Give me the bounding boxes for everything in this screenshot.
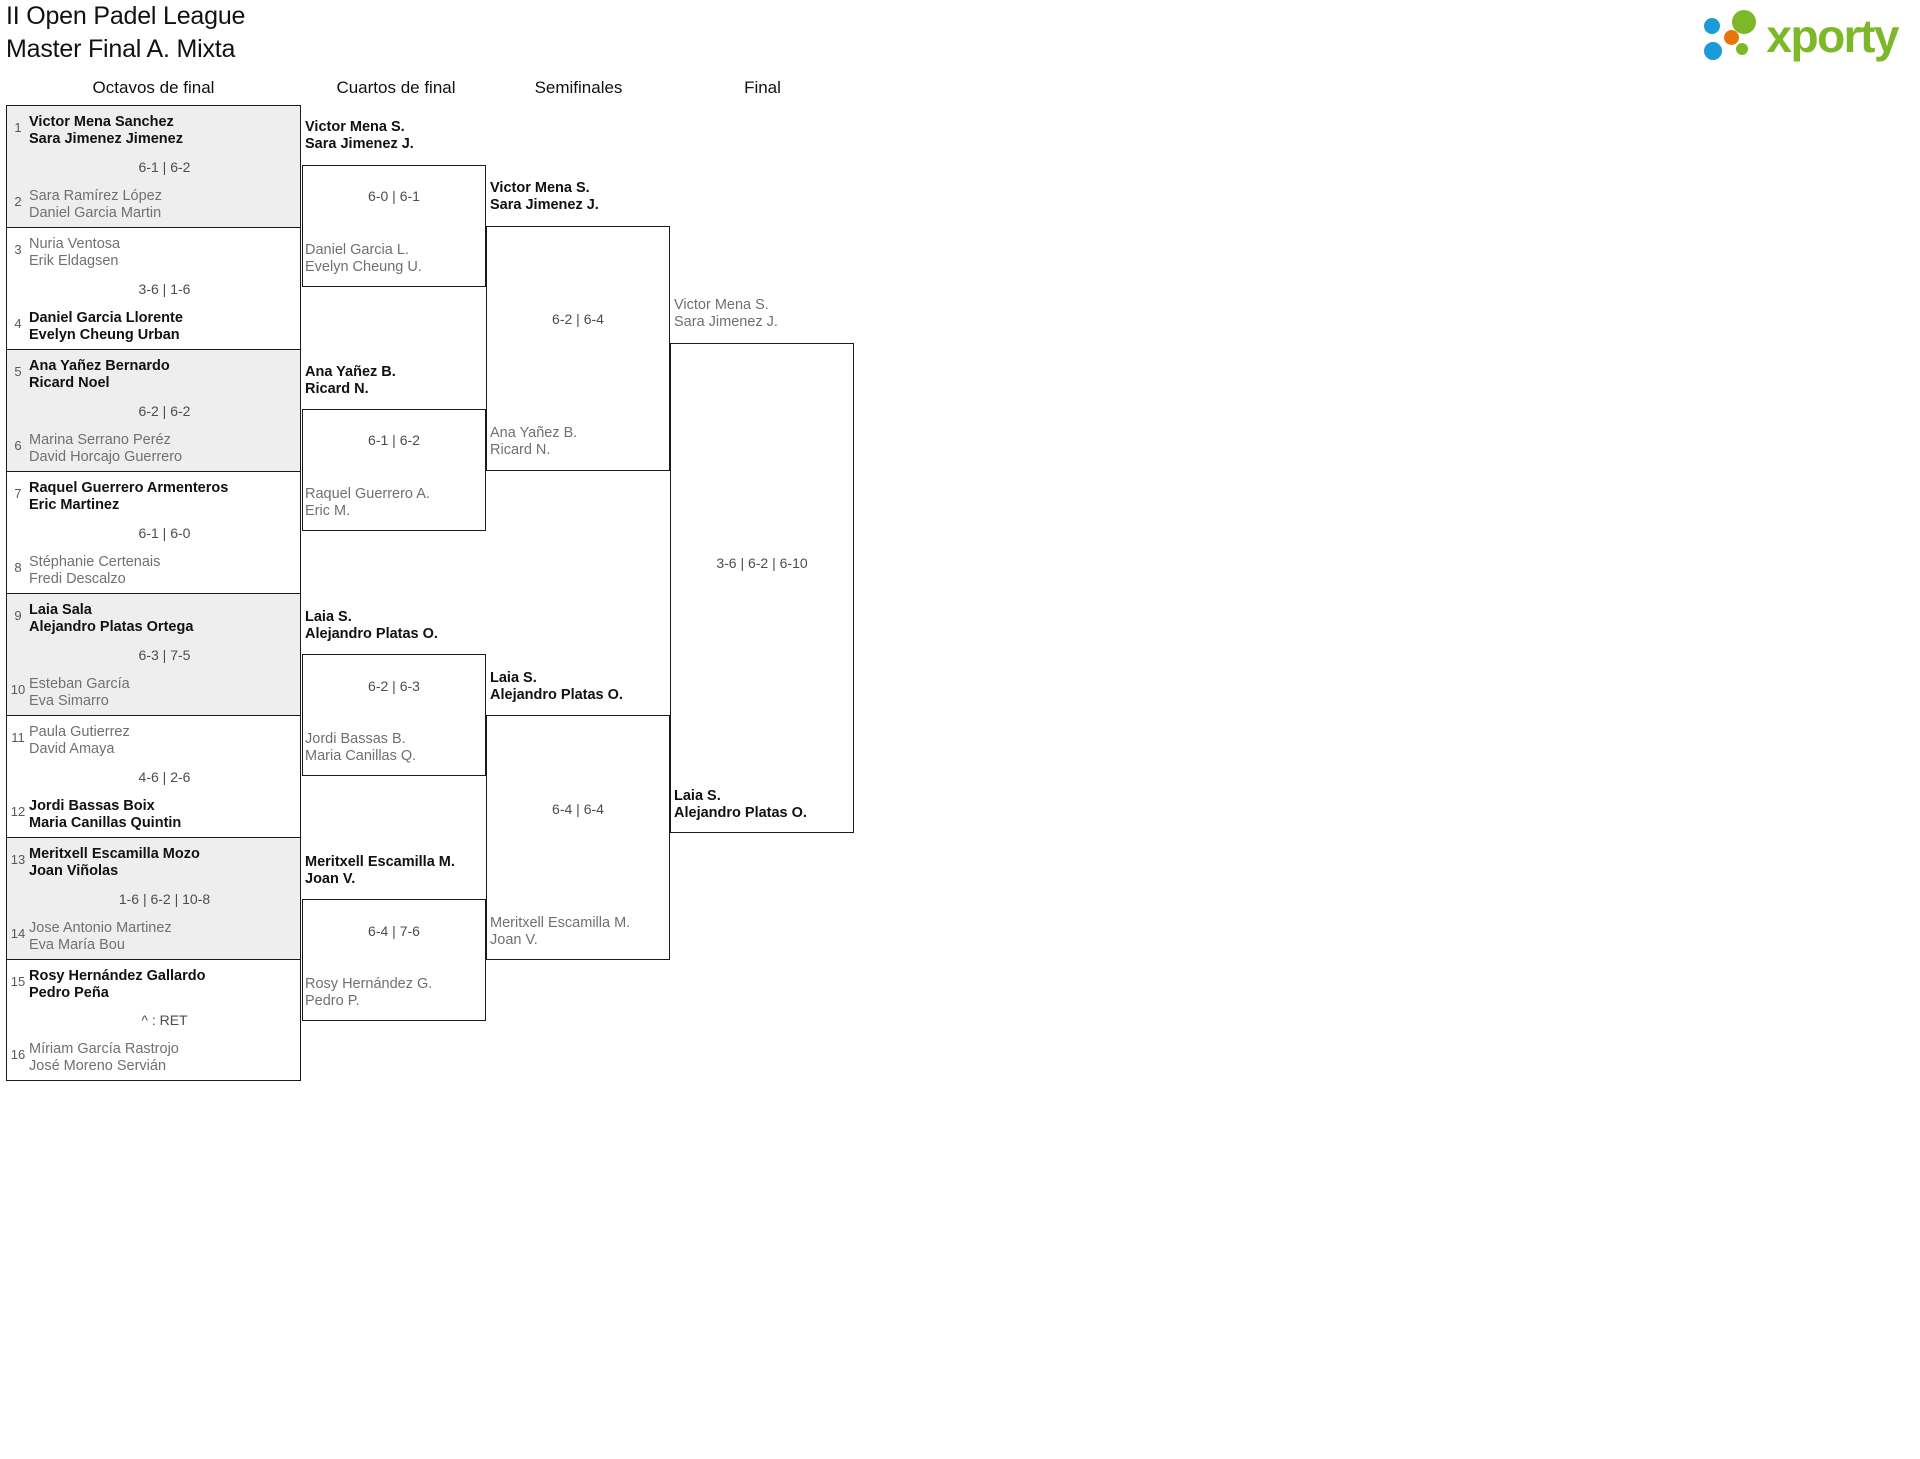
round-header-octavos: Octavos de final [92, 78, 215, 97]
team-names: Nuria Ventosa Erik Eldagsen [29, 236, 121, 269]
r2-team-top: Victor Mena S. Sara Jimenez J. [305, 119, 414, 152]
seed-number: 9 [14, 608, 22, 623]
team-names: Míriam García Rastrojo José Moreno Servi… [29, 1041, 179, 1074]
r4-team-top: Victor Mena S. Sara Jimenez J. [674, 297, 778, 330]
r1-match[interactable]: 15 Rosy Hernández Gallardo Pedro Peña ^ … [6, 959, 301, 1081]
r2-team-bottom: Daniel Garcia L. Evelyn Cheung U. [305, 242, 422, 275]
seed-number: 14 [10, 926, 26, 941]
match-score: 6-3 | 7-5 [138, 646, 191, 663]
r2-team-bottom: Raquel Guerrero A. Eric M. [305, 486, 430, 519]
seed-number: 12 [10, 804, 26, 819]
r2-team-top: Ana Yañez B. Ricard N. [305, 364, 396, 397]
bracket-connector [670, 343, 854, 833]
team-names: Meritxell Escamilla Mozo Joan Viñolas [29, 846, 200, 879]
seed-number: 8 [14, 560, 22, 575]
team-names: Paula Gutierrez David Amaya [29, 724, 130, 757]
seed-number: 2 [14, 194, 22, 209]
round-header-final: Final [744, 78, 781, 97]
r1-match[interactable]: 13 Meritxell Escamilla Mozo Joan Viñolas… [6, 837, 301, 959]
match-score: ^ : RET [141, 1012, 188, 1028]
seed-number: 13 [10, 852, 26, 867]
r3-team-top: Victor Mena S. Sara Jimenez J. [490, 180, 599, 213]
r1-team-bottom: 2 Sara Ramírez López Daniel Garcia Marti… [7, 185, 300, 222]
r1-match[interactable]: 1 Victor Mena Sanchez Sara Jimenez Jimen… [6, 105, 301, 227]
r1-match[interactable]: 11 Paula Gutierrez David Amaya 4-6 | 2-6… [6, 715, 301, 837]
r1-match[interactable]: 3 Nuria Ventosa Erik Eldagsen 3-6 | 1-6 … [6, 227, 301, 349]
match-score: 6-2 | 6-2 [138, 402, 191, 419]
logo-dots-icon [1704, 10, 1762, 62]
match-score: 1-6 | 6-2 | 10-8 [118, 890, 211, 907]
round-header-cuartos: Cuartos de final [336, 78, 456, 97]
seed-number: 16 [10, 1047, 26, 1062]
r4-champion: Laia S. Alejandro Platas O. [674, 788, 807, 821]
r1-match[interactable]: 9 Laia Sala Alejandro Platas Ortega 6-3 … [6, 593, 301, 715]
team-names: Laia Sala Alejandro Platas Ortega [29, 602, 194, 635]
logo-wordmark: xporty [1766, 10, 1899, 62]
r1-team-bottom: 8 Stéphanie Certenais Fredi Descalzo [7, 551, 300, 588]
r1-team-bottom: 4 Daniel Garcia Llorente Evelyn Cheung U… [7, 307, 300, 344]
seed-number: 7 [14, 486, 22, 501]
r1-match[interactable]: 5 Ana Yañez Bernardo Ricard Noel 6-2 | 6… [6, 349, 301, 471]
r4-score: 3-6 | 6-2 | 6-10 [716, 555, 808, 571]
r1-team-bottom: 6 Marina Serrano Peréz David Horcajo Gue… [7, 429, 300, 466]
seed-number: 1 [14, 120, 22, 135]
r1-team-bottom: 16 Míriam García Rastrojo José Moreno Se… [7, 1038, 300, 1075]
seed-number: 10 [10, 682, 26, 697]
match-score: 3-6 | 1-6 [138, 280, 191, 297]
team-names: Raquel Guerrero Armenteros Eric Martinez [29, 480, 229, 513]
team-names: Ana Yañez Bernardo Ricard Noel [29, 358, 170, 391]
r1-team-top: 7 Raquel Guerrero Armenteros Eric Martin… [7, 477, 300, 514]
match-score: 6-1 | 6-0 [138, 524, 191, 541]
r3-score: 6-2 | 6-4 [552, 311, 604, 327]
r1-team-top: 3 Nuria Ventosa Erik Eldagsen [7, 233, 300, 270]
r1-match[interactable]: 7 Raquel Guerrero Armenteros Eric Martin… [6, 471, 301, 593]
match-score: 6-1 | 6-2 [138, 158, 191, 175]
seed-number: 6 [14, 438, 22, 453]
r2-score: 6-4 | 7-6 [368, 923, 420, 939]
team-names: Esteban García Eva Simarro [29, 676, 130, 709]
r1-team-bottom: 14 Jose Antonio Martinez Eva María Bou [7, 917, 300, 954]
team-names: Victor Mena Sanchez Sara Jimenez Jimenez [29, 114, 183, 147]
r1-team-top: 15 Rosy Hernández Gallardo Pedro Peña [7, 965, 300, 1002]
r2-team-top: Meritxell Escamilla M. Joan V. [305, 854, 455, 887]
r2-team-bottom: Rosy Hernández G. Pedro P. [305, 976, 433, 1009]
team-names: Marina Serrano Peréz David Horcajo Guerr… [29, 432, 183, 465]
r3-team-bottom: Ana Yañez B. Ricard N. [490, 425, 578, 458]
r1-team-top: 5 Ana Yañez Bernardo Ricard Noel [7, 355, 300, 392]
r1-team-top: 9 Laia Sala Alejandro Platas Ortega [7, 599, 300, 636]
round-octavos: 1 Victor Mena Sanchez Sara Jimenez Jimen… [6, 105, 301, 1081]
r1-team-bottom: 12 Jordi Bassas Boix Maria Canillas Quin… [7, 795, 300, 832]
round-header-semifinales: Semifinales [534, 78, 623, 97]
match-score: 4-6 | 2-6 [138, 768, 191, 785]
r2-team-bottom: Jordi Bassas B. Maria Canillas Q. [305, 731, 417, 764]
seed-number: 4 [14, 316, 22, 331]
r3-team-top: Laia S. Alejandro Platas O. [490, 670, 623, 703]
r3-team-bottom: Meritxell Escamilla M. Joan V. [490, 915, 631, 948]
team-names: Sara Ramírez López Daniel Garcia Martin [29, 188, 162, 221]
team-names: Stéphanie Certenais Fredi Descalzo [29, 554, 161, 587]
r1-team-bottom: 10 Esteban García Eva Simarro [7, 673, 300, 710]
r2-team-top: Laia S. Alejandro Platas O. [305, 609, 438, 642]
r3-score: 6-4 | 6-4 [552, 801, 604, 817]
team-names: Jose Antonio Martinez Eva María Bou [29, 920, 172, 953]
team-names: Rosy Hernández Gallardo Pedro Peña [29, 968, 206, 1001]
seed-number: 11 [11, 730, 25, 745]
r2-score: 6-0 | 6-1 [368, 188, 420, 204]
r1-team-top: 11 Paula Gutierrez David Amaya [7, 721, 300, 758]
seed-number: 15 [10, 974, 26, 989]
seed-number: 5 [14, 364, 22, 379]
xporty-logo: xporty [1704, 8, 1899, 64]
r2-score: 6-2 | 6-3 [368, 678, 420, 694]
r1-team-top: 1 Victor Mena Sanchez Sara Jimenez Jimen… [7, 111, 300, 148]
seed-number: 3 [14, 242, 22, 257]
r2-score: 6-1 | 6-2 [368, 432, 420, 448]
page-title: II Open Padel League Master Final A. Mix… [6, 2, 246, 63]
team-names: Jordi Bassas Boix Maria Canillas Quintin [29, 798, 182, 831]
team-names: Daniel Garcia Llorente Evelyn Cheung Urb… [29, 310, 183, 343]
r1-team-top: 13 Meritxell Escamilla Mozo Joan Viñolas [7, 843, 300, 880]
